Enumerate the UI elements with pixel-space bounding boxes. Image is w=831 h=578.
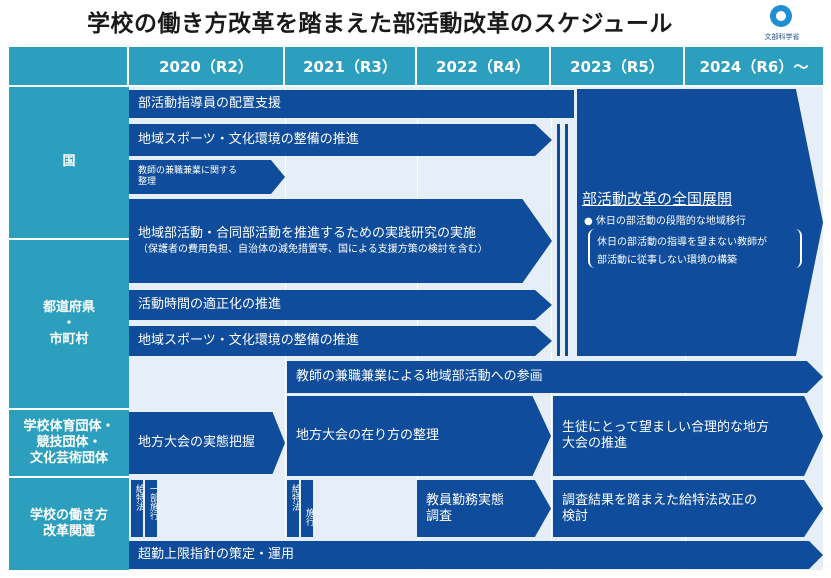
category-label: 改革関連 — [42, 524, 95, 539]
bar-label: 地域部活動・合同部活動を推進するための実践研究の実施 — [138, 226, 477, 242]
reform-note-line: 部活動に従事しない環境の構築 — [597, 255, 737, 266]
category-label: 競技団体・ — [36, 434, 102, 450]
bar-label: 活動時間の適正化の推進 — [138, 297, 282, 313]
category-national: 国 — [9, 87, 129, 238]
bar-label: 地方大会の在り方の整理 — [296, 428, 440, 444]
category-label: 市町村 — [49, 332, 89, 348]
bar-environment-national: 地域スポーツ・文化環境の整備の推進 — [129, 124, 552, 156]
bar-kyutoku-law: 給特法 — [287, 480, 300, 537]
bar-label: 超勤上限指針の策定・運用 — [138, 547, 295, 563]
bar-tournament-survey: 地方大会の実態把握 — [129, 412, 285, 474]
bar-side-job-arrangement: 教師の兼職兼業に関する 整理 — [129, 160, 285, 194]
reform-bullet: ● 休日の部活動の段階的な地域移行 — [584, 216, 746, 227]
bar-law-revision-review: 調査結果を踏まえた給特法改正の 検討 — [553, 480, 823, 537]
bar-label: 地域スポーツ・文化環境の整備の推進 — [138, 333, 359, 349]
bar-tournament-promotion: 生徒にとって望ましい合理的な地方 大会の推進 — [553, 396, 823, 476]
bar-instructor-support: 部活動指導員の配置支援 — [129, 90, 574, 118]
category-label: 国 — [62, 154, 76, 170]
bar-label: 教師の兼職兼業による地域部活動への参画 — [296, 369, 543, 385]
bar-label: 調査結果を踏まえた給特法改正の 検討 — [562, 492, 758, 524]
category-label: 都道府県 — [42, 299, 95, 315]
year-header-2020: 2020（R2） — [129, 47, 285, 85]
category-sports-orgs: 学校体育団体・ 競技団体・ 文化芸術団体 — [9, 410, 129, 476]
bar-kyutoku-law: 給特法 — [131, 480, 144, 537]
reform-note-line: 休日の部活動の指導を望まない教師が — [597, 237, 767, 248]
category-prefecture: 都道府県 ・ 市町村 — [9, 240, 129, 408]
reform-note-bracket — [588, 229, 802, 268]
header-corner — [9, 47, 129, 85]
bar-label: 生徒にとって望ましい合理的な地方 大会の推進 — [562, 420, 769, 451]
mext-logo: 文部科学省 — [752, 3, 812, 47]
bar-tournament-arrangement: 地方大会の在り方の整理 — [287, 396, 551, 476]
category-label: ・ — [62, 315, 76, 331]
mext-logo-icon — [770, 5, 792, 27]
category-work-reform: 学校の働き方 改革関連 — [9, 478, 129, 570]
reform-title: 部活動改革の全国展開 — [582, 190, 733, 208]
bar-label: 地方大会の実態把握 — [138, 435, 256, 451]
category-label: 学校の働き方 — [29, 507, 108, 523]
bar-label: 教員勤務実態 調査 — [426, 492, 505, 524]
year-header-2023: 2023（R5） — [551, 47, 685, 85]
bar-label: 教師の兼職兼業に関する 整理 — [138, 166, 238, 187]
divider-stripe — [565, 124, 568, 356]
bar-overtime-guideline: 超勤上限指針の策定・運用 — [129, 541, 823, 569]
bar-partial-enforcement: 一部施行 — [145, 480, 158, 537]
page-title: 学校の働き方改革を踏まえた部活動改革のスケジュール — [87, 11, 673, 37]
bar-environment-local: 地域スポーツ・文化環境の整備の推進 — [129, 326, 552, 356]
bar-activity-time: 活動時間の適正化の推進 — [129, 290, 552, 320]
category-label: 文化芸術団体 — [29, 451, 108, 467]
bar-label: 地域スポーツ・文化環境の整備の推進 — [138, 132, 359, 148]
mext-logo-text: 文部科学省 — [764, 33, 800, 41]
bar-sublabel: （保護者の費用負担、自治体の減免措置等、国による支援方策の検討を含む） — [138, 243, 488, 255]
year-header-2024: 2024（R6）〜 — [685, 47, 823, 85]
grid-divider — [551, 87, 552, 570]
bar-label: 部活動指導員の配置支援 — [138, 96, 282, 112]
bar-practical-research: 地域部活動・合同部活動を推進するための実践研究の実施 （保護者の費用負担、自治体… — [129, 199, 552, 283]
divider-stripe — [557, 124, 560, 356]
bar-teacher-participation: 教師の兼職兼業による地域部活動への参画 — [287, 361, 823, 393]
category-label: 学校体育団体・ — [23, 418, 115, 434]
bar-enforcement: 施行 — [301, 480, 314, 537]
year-header-2021: 2021（R3） — [285, 47, 417, 85]
bar-work-survey: 教員勤務実態 調査 — [417, 480, 551, 537]
reform-arrow — [577, 89, 823, 356]
year-header-2022: 2022（R4） — [417, 47, 551, 85]
